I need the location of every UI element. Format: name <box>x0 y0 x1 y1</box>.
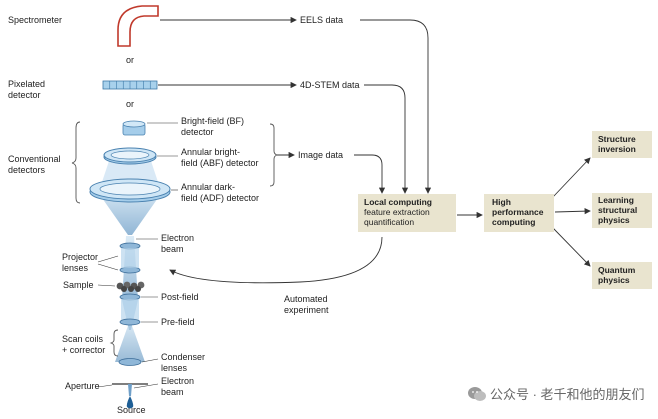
abf-detector-label: Annular bright- field (ABF) detector <box>181 147 259 168</box>
source-label: Source <box>117 405 146 415</box>
source-icon <box>126 396 134 409</box>
hpc-to-learning-arrow <box>554 208 591 215</box>
bf-detector-label: Bright-field (BF) detector <box>181 116 245 137</box>
electron-beam-top-label: Electron beam <box>161 233 195 254</box>
structure-inversion-box: Structure inversion <box>592 131 652 158</box>
bf-detector-icon <box>122 120 146 136</box>
conventional-detectors-label: Conventional detectors <box>8 154 61 175</box>
pre-field-label: Pre-field <box>161 317 195 327</box>
learning-physics-box: Learning structural physics <box>592 193 652 228</box>
condenser-lenses-label: Condenser lenses <box>161 352 206 373</box>
pixelated-detector-icon <box>102 80 158 90</box>
scan-coils-label: Scan coils + corrector <box>62 334 106 355</box>
image-to-local-arrow <box>354 154 386 194</box>
watermark-text: 公众号 · 老千和他的朋友们 <box>490 387 645 402</box>
post-field-label: Post-field <box>161 292 199 302</box>
spectrometer-icon <box>117 5 159 47</box>
feedback-arrow <box>169 236 383 284</box>
hpc-box: High performance computing <box>484 194 554 232</box>
condenser-lens-icon <box>118 358 142 366</box>
or-label-1: or <box>126 55 135 65</box>
stem4d-to-local-arrow <box>364 84 409 194</box>
projector-lenses-label: Projector lenses <box>62 252 99 273</box>
stem4d-data-label: 4D-STEM data <box>300 80 360 90</box>
automated-experiment-label: Automated experiment <box>284 294 329 315</box>
scan-coils-bracket <box>109 329 119 357</box>
spectrometer-label: Spectrometer <box>8 15 63 25</box>
beam-lower <box>115 320 145 362</box>
hpc-to-quantum-arrow <box>552 227 591 267</box>
local-computing-line2: feature extraction <box>364 207 430 217</box>
eels-to-local-arrow <box>360 19 432 194</box>
pixelated-detector-label: Pixelated detector <box>8 79 46 100</box>
adf-detector-icon <box>89 178 171 203</box>
learning-physics-label: Learning structural physics <box>598 195 638 225</box>
wechat-icon <box>468 386 486 401</box>
abf-detector-icon <box>103 147 157 165</box>
local-computing-box: Local computing feature extraction quant… <box>358 194 456 232</box>
image-data-label: Image data <box>298 150 344 160</box>
sample-icon <box>116 281 145 292</box>
objective-lens-icon <box>119 293 141 326</box>
aperture-label: Aperture <box>65 381 100 391</box>
quantum-physics-box: Quantum physics <box>592 262 652 289</box>
or-label-2: or <box>126 99 135 109</box>
structure-inversion-label: Structure inversion <box>598 134 636 154</box>
projector-lenses-icon <box>119 242 141 274</box>
conventional-bracket <box>71 121 81 204</box>
electron-beam-bottom-label: Electron beam <box>161 376 195 397</box>
adf-detector-label: Annular dark- field (ADF) detector <box>181 182 260 203</box>
sample-label: Sample <box>63 280 94 290</box>
local-computing-title: Local computing <box>364 197 432 207</box>
image-bracket <box>269 123 279 187</box>
hpc-to-structure-arrow <box>552 157 591 198</box>
local-computing-line3: quantification <box>364 217 415 227</box>
eels-data-label: EELS data <box>300 15 344 25</box>
watermark: 公众号 · 老千和他的朋友们 <box>468 384 645 403</box>
quantum-physics-label: Quantum physics <box>598 265 636 285</box>
hpc-title: High performance computing <box>492 197 544 227</box>
